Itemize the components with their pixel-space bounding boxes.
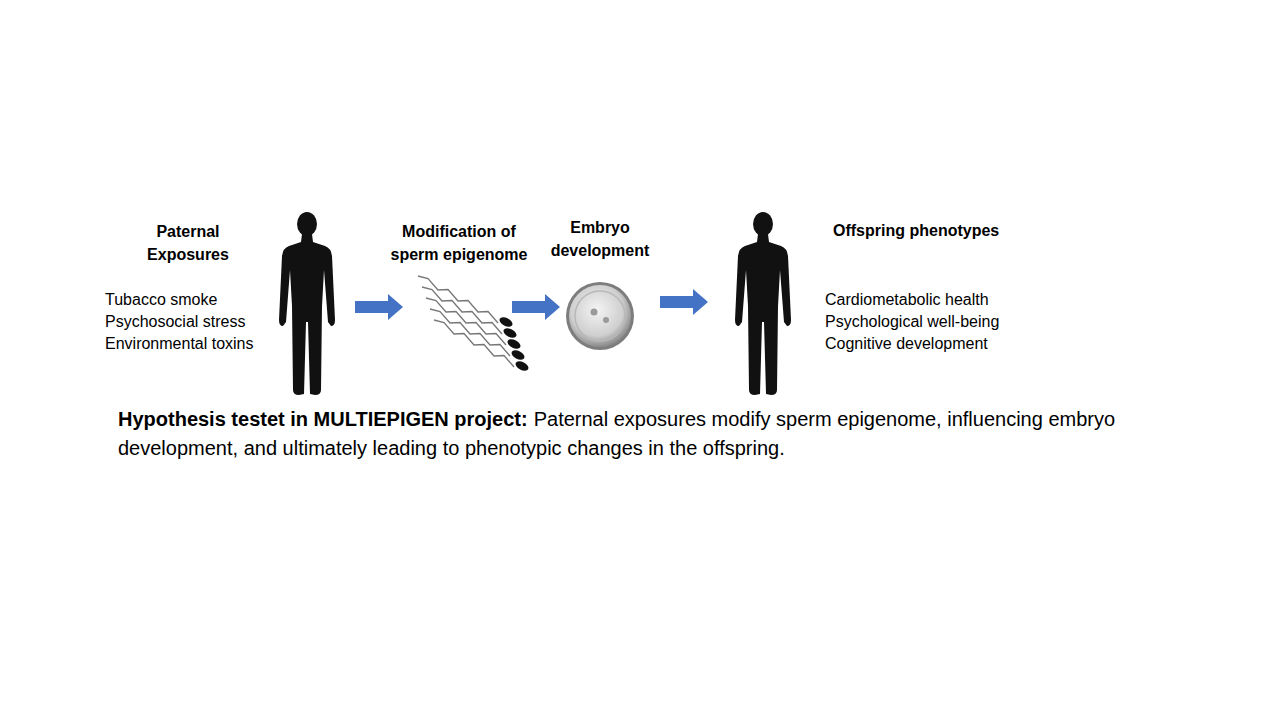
sperm-cells xyxy=(418,276,530,373)
exposure-item: Tubacco smoke xyxy=(105,289,217,311)
phenotype-item: Cognitive development xyxy=(825,333,988,355)
section-heading: Paternal Exposures xyxy=(140,220,236,266)
section-heading: Embryo development xyxy=(540,216,660,262)
hypothesis-lead: Hypothesis testet in MULTIEPIGEN project… xyxy=(118,408,528,430)
phenotype-item: Cardiometabolic health xyxy=(825,289,989,311)
father-silhouette xyxy=(279,212,335,395)
section-heading: Offspring phenotypes xyxy=(833,220,999,242)
flow-arrows xyxy=(355,289,708,320)
section-heading: Modification of sperm epigenome xyxy=(380,220,538,266)
embryo-cell xyxy=(566,282,634,350)
offspring-silhouette xyxy=(735,212,791,395)
phenotype-item: Psychological well-being xyxy=(825,311,999,333)
exposure-item: Psychosocial stress xyxy=(105,311,246,333)
hypothesis-statement: Hypothesis testet in MULTIEPIGEN project… xyxy=(118,405,1128,463)
exposure-item: Environmental toxins xyxy=(105,333,254,355)
